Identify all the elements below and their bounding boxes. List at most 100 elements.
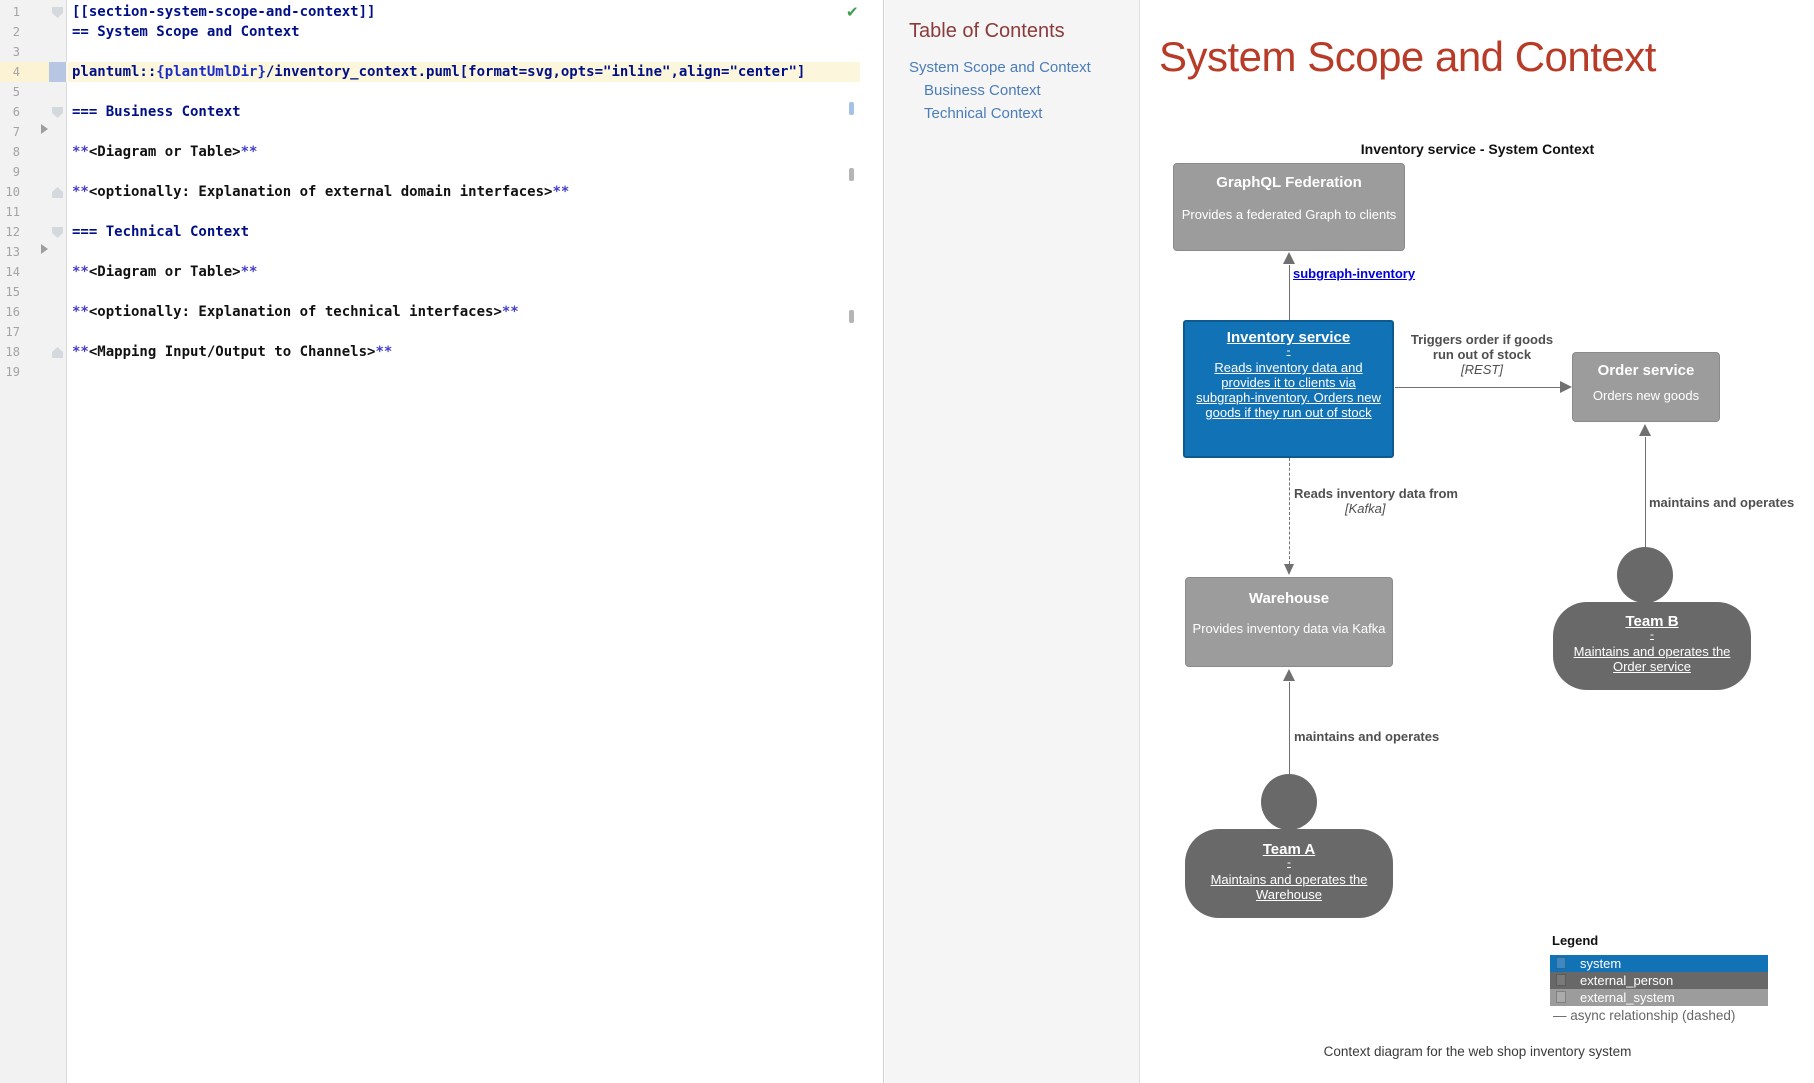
fold-marker-icon[interactable] [52,227,63,238]
line-number: 3 [12,45,20,59]
edge-label: maintains and operates [1294,729,1440,744]
node-title[interactable]: Team B [1625,613,1679,630]
line-number: 7 [12,125,20,139]
code-segment: ** [72,144,89,160]
code-line[interactable]: **<Diagram or Table>** [72,142,257,162]
current-line-highlight [68,62,860,82]
node-dash: - [1286,343,1291,357]
scroll-stripe-mark[interactable] [849,102,854,115]
code-segment: <Diagram or Table> [88,264,241,280]
legend-swatch-icon [1556,991,1566,1003]
node-title[interactable]: Inventory service [1226,329,1351,346]
code-segment: [[section-system-scope-and-context]] [72,4,376,20]
code-segment: === Technical Context [72,224,250,240]
code-segment: ** [72,304,89,320]
edge-teamb-order [1645,437,1646,547]
code-line[interactable]: **<optionally: Explanation of technical … [72,302,519,322]
code-segment: === Business Context [72,104,241,120]
fold-marker-icon[interactable] [52,7,63,18]
line-number: 14 [5,265,20,279]
line-number: 15 [5,285,20,299]
line-number: 4 [12,65,20,79]
line-number: 10 [5,185,20,199]
fold-marker-icon[interactable] [52,347,63,358]
node-inventory-service[interactable]: Inventory service - Reads inventory data… [1183,320,1394,458]
edge-label: Triggers order if goods [1410,332,1554,347]
node-title: Order service [1597,362,1695,379]
code-segment: {plantUmlDir} [156,64,266,80]
legend-title: Legend [1552,933,1599,948]
diagram-caption: Context diagram for the web shop invento… [1323,1044,1632,1059]
code-line[interactable]: **<Mapping Input/Output to Channels>** [72,342,392,362]
code-line[interactable]: **<optionally: Explanation of external d… [72,182,569,202]
code-segment: /inventory_context.puml[format=svg,opts=… [265,64,806,80]
scroll-stripe-mark[interactable] [849,168,854,181]
node-desc[interactable]: Maintains and operates the Warehouse [1210,872,1368,902]
line-number: 8 [12,145,20,159]
fold-marker-icon[interactable] [52,107,63,118]
node-desc[interactable]: Maintains and operates the Order service [1573,644,1731,674]
edge-protocol: [Kafka] [1345,501,1386,516]
node-order-service: Order service Orders new goods [1572,352,1720,422]
code-line[interactable]: === Technical Context [72,222,249,242]
toc-item-0[interactable]: System Scope and Context [909,59,1091,76]
legend-async-note: — async relationship (dashed) [1553,1008,1736,1023]
edge-inventory-graphql [1289,265,1290,320]
node-dash: - [1650,627,1654,641]
section-run-icon[interactable] [41,124,48,134]
code-segment: <optionally: Explanation of external dom… [88,184,553,200]
teamb-head-icon [1617,547,1673,603]
toc-panel: Table of Contents System Scope and Conte… [885,0,1140,1083]
arrowhead-up-icon [1639,424,1651,436]
code-line[interactable]: plantuml::{plantUmlDir}/inventory_contex… [72,62,805,82]
line-number: 1 [12,5,20,19]
node-title: Warehouse [1248,590,1330,607]
code-line[interactable]: [[section-system-scope-and-context]] [72,2,375,22]
code-segment: <optionally: Explanation of technical in… [88,304,502,320]
current-line-gutter-marker [49,62,66,82]
toc-item-2[interactable]: Technical Context [924,105,1043,122]
code-segment: ** [501,304,519,320]
code-segment: ** [72,264,89,280]
code-line[interactable]: **<Diagram or Table>** [72,262,257,282]
node-team-a[interactable]: Team A - Maintains and operates the Ware… [1185,829,1393,918]
legend-row-label: external_person [1580,973,1674,988]
section-run-icon[interactable] [41,244,48,254]
line-number: 13 [5,245,20,259]
arrowhead-down-icon [1284,564,1294,575]
edge-label: run out of stock [1432,347,1532,362]
toc-item-1[interactable]: Business Context [924,82,1041,99]
code-segment: ** [240,144,258,160]
node-warehouse: Warehouse Provides inventory data via Ka… [1185,577,1393,667]
diagram-title: Inventory service - System Context [1360,141,1595,157]
node-title[interactable]: Team A [1262,841,1316,858]
code-line[interactable]: === Business Context [72,102,241,122]
node-desc: Orders new goods [1592,388,1700,403]
teama-head-icon [1261,774,1317,830]
inspections-ok-icon[interactable]: ✔ [846,3,859,21]
arrowhead-right-icon [1560,381,1572,393]
code-segment: ** [240,264,258,280]
edge-inventory-warehouse [1289,458,1290,564]
scroll-stripe-mark[interactable] [849,310,854,323]
fold-marker-icon[interactable] [52,187,63,198]
arrowhead-up-icon [1283,669,1295,681]
code-segment: == System Scope and Context [72,24,300,40]
legend-row-external_system: external_system [1550,989,1768,1006]
line-number: 12 [5,225,20,239]
legend-swatch-icon [1556,974,1566,986]
line-number: 16 [5,305,20,319]
node-desc: Provides inventory data via Kafka [1192,621,1386,636]
edge-inventory-order [1395,387,1561,388]
subgraph-inventory-link[interactable]: subgraph-inventory [1293,266,1416,281]
node-title: GraphQL Federation [1216,174,1362,191]
code-line[interactable]: == System Scope and Context [72,22,300,42]
node-team-b[interactable]: Team B - Maintains and operates the Orde… [1553,602,1751,690]
node-desc[interactable]: Reads inventory data and provides it to … [1196,360,1381,420]
code-segment: ** [72,344,89,360]
code-segment: ** [72,184,89,200]
code-segment: ** [375,344,393,360]
